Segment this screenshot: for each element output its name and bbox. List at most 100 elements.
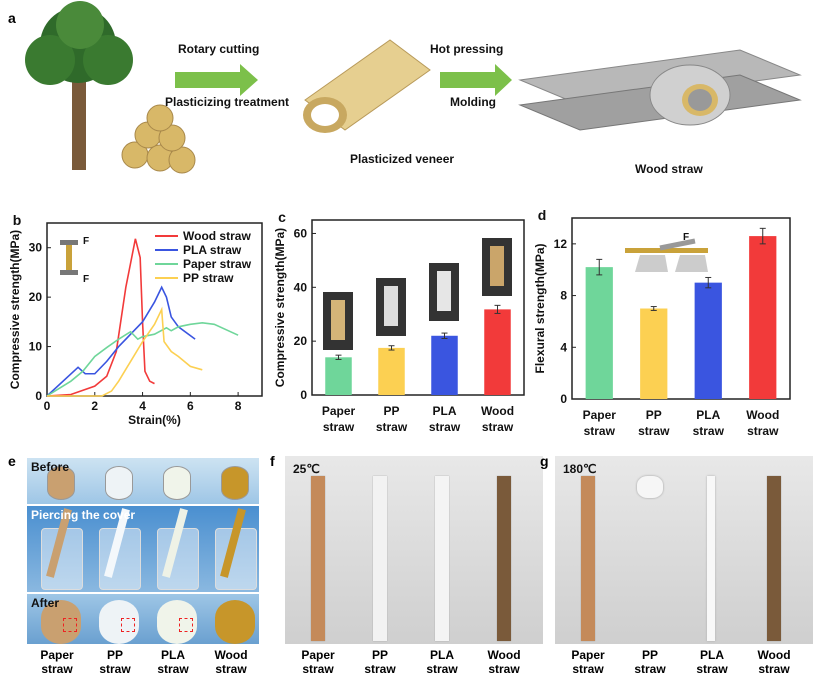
tree-icon — [25, 1, 133, 170]
panel_f-photo: 25℃ — [285, 456, 543, 644]
legend-label: Wood straw — [183, 229, 251, 243]
series-line-pp-straw — [47, 306, 203, 397]
temperature-label: 25℃ — [293, 462, 320, 476]
bar-paper-straw — [585, 267, 613, 399]
step-label: Plasticizing treatment — [165, 95, 290, 109]
specimen — [331, 300, 345, 340]
panel_g-photo: 180℃ — [555, 456, 813, 644]
support — [635, 255, 668, 272]
before-photo: Before — [27, 458, 259, 504]
step-label: Molding — [450, 95, 496, 109]
panel-label: g — [540, 453, 549, 469]
bar-pla-straw — [431, 335, 458, 395]
x-tick-label: PLA — [433, 404, 457, 418]
x-tick-label: straw — [693, 424, 725, 438]
row-label: After — [31, 596, 60, 610]
panel-label: a — [8, 10, 16, 26]
x-tick-label: 6 — [187, 399, 194, 413]
y-tick-label: 0 — [35, 389, 42, 403]
y-tick-label: 4 — [560, 340, 567, 354]
row-label: Before — [31, 460, 70, 474]
step-label: Rotary cutting — [178, 42, 260, 56]
hot-press-machine — [518, 49, 802, 131]
x-tick-label: 8 — [235, 399, 242, 413]
panel-label: e — [8, 453, 16, 469]
straw-end — [41, 600, 81, 644]
x-tick-label: straw — [638, 424, 670, 438]
x-tick-label: 4 — [139, 399, 146, 413]
straw-caption: Paper straw — [301, 648, 335, 676]
straw-caption: PP straw — [364, 648, 396, 676]
y-tick-label: 8 — [560, 289, 567, 303]
bar-pla-straw — [694, 282, 722, 399]
caption: Wood straw — [635, 162, 703, 176]
bar-paper-straw — [325, 357, 352, 395]
x-tick-label: 2 — [91, 399, 98, 413]
straw-caption: PLA straw — [696, 648, 728, 676]
straw-end — [99, 600, 139, 644]
x-tick-label: Wood — [746, 408, 779, 422]
y-tick-label: 40 — [294, 280, 308, 294]
specimen-plate — [60, 240, 78, 245]
y-tick-label: 12 — [554, 237, 568, 251]
legend-label: PLA straw — [183, 243, 242, 257]
highlight-box — [121, 618, 135, 632]
x-tick-label: PLA — [696, 408, 720, 422]
y-tick-label: 20 — [29, 290, 43, 304]
row-label: Piercing the cover — [31, 508, 136, 522]
arrow-icon — [440, 64, 512, 96]
x-tick-label: Paper — [583, 408, 617, 422]
highlight-box — [179, 618, 193, 632]
y-axis-label: Compressive strength(MPa) — [8, 230, 22, 389]
logs-icon — [121, 104, 196, 174]
x-tick-label: straw — [747, 424, 779, 438]
y-axis-label: Compressive strength(MPa) — [273, 228, 287, 387]
straw-cross-section — [221, 466, 249, 500]
y-tick-label: 10 — [29, 340, 43, 354]
highlight-box — [63, 618, 77, 632]
bar-pp-straw — [378, 347, 405, 395]
plot-frame — [46, 222, 263, 397]
bar-wood-straw — [484, 309, 511, 395]
plot-frame — [571, 217, 791, 400]
y-tick-label: 60 — [294, 226, 308, 240]
straw — [637, 476, 663, 498]
straw — [767, 476, 781, 641]
support — [675, 255, 708, 272]
straw-caption: Paper straw — [40, 648, 74, 676]
beam-icon — [625, 248, 708, 253]
series-line-pla-straw — [46, 285, 196, 397]
straw — [311, 476, 325, 641]
x-tick-label: PP — [383, 404, 399, 418]
y-tick-label: 0 — [300, 388, 307, 402]
plot-frame — [311, 219, 525, 396]
x-tick-label: straw — [429, 420, 461, 434]
force-label: F — [83, 236, 89, 247]
specimen-icon — [66, 245, 72, 270]
series-line-wood-straw — [46, 238, 155, 397]
straw-end — [215, 600, 255, 644]
panel-label: c — [278, 209, 286, 225]
x-tick-label: Wood — [481, 404, 514, 418]
straw-end — [157, 600, 197, 644]
straw-caption: Paper straw — [571, 648, 605, 676]
piercing-photo: Piercing the cover — [27, 506, 259, 592]
straw-caption: PLA straw — [157, 648, 189, 676]
arrow-icon — [175, 64, 258, 96]
panel-label: f — [270, 453, 275, 469]
y-axis-label: Flexural strength(MPa) — [533, 243, 547, 373]
straw-caption: PP straw — [99, 648, 131, 676]
specimen — [490, 246, 504, 286]
x-axis-label: Strain(%) — [128, 413, 181, 427]
straw — [435, 476, 449, 641]
y-tick-label: 30 — [29, 241, 43, 255]
straw-caption: Wood straw — [214, 648, 248, 676]
straw-caption: PLA straw — [426, 648, 458, 676]
specimen — [384, 286, 398, 326]
straw — [581, 476, 595, 641]
straw-caption: PP straw — [634, 648, 666, 676]
straw — [373, 476, 387, 641]
series-line-paper-straw — [46, 322, 239, 397]
temperature-label: 180℃ — [563, 462, 597, 476]
